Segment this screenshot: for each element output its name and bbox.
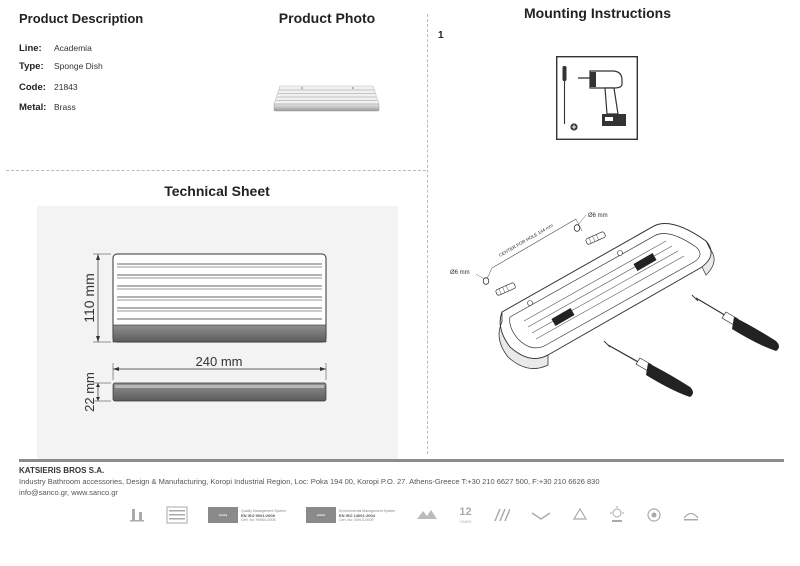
iso-14001-main: EN ISO 14001:2004	[338, 512, 375, 518]
years-caption: YEARS	[459, 519, 472, 524]
spec-line: Line: Academia	[19, 43, 92, 54]
spec-label-metal: Metal:	[19, 102, 47, 113]
slash-marks-icon	[492, 508, 510, 522]
footer-rule	[19, 459, 784, 462]
product-photo-heading: Product Photo	[278, 10, 376, 26]
quality-seal-icon	[166, 505, 188, 525]
water-seal-icon	[415, 507, 439, 523]
years-badge-icon: 12 YEARS	[459, 505, 472, 524]
hole-label-left: Ø6 mm	[450, 270, 470, 276]
certification-logos: ●●●● Quality Management System EN ISO 90…	[128, 505, 720, 525]
iso-9001-bottom: Cert. No: 9096/1/2008	[241, 517, 276, 522]
width-dimension-label: 240 mm	[196, 354, 243, 369]
horizontal-divider	[6, 170, 426, 171]
iso-14001-top: Environmental Management System	[338, 508, 396, 513]
product-photo	[273, 85, 380, 112]
brand-mark-icon	[682, 508, 700, 522]
spec-code: Code: 21843	[19, 82, 78, 93]
technical-sheet-heading: Technical Sheet	[164, 183, 270, 199]
spec-value-code: 21843	[54, 82, 78, 92]
step-number: 1	[438, 30, 444, 41]
mounting-diagram: CENTER FOR HOLE 144 mm Ø6 mm Ø6 mm	[450, 213, 779, 397]
depth-dimension-label: 22 mm	[82, 372, 97, 412]
iso-badge-icon: ●●●●	[208, 507, 238, 523]
iso-9001-certificate: ●●●● Quality Management System EN ISO 90…	[208, 507, 286, 523]
spec-metal: Metal: Brass	[19, 102, 76, 113]
spec-label-code: Code:	[19, 82, 46, 93]
spec-label-type: Type:	[19, 61, 44, 72]
years-number: 12	[459, 505, 472, 518]
company-name: KATSIERIS BROS S.A.	[19, 466, 105, 475]
vertical-divider	[427, 14, 428, 454]
iso-9001-top: Quality Management System	[241, 508, 286, 513]
spec-value-type: Sponge Dish	[54, 61, 103, 71]
spec-value-line: Academia	[54, 43, 92, 53]
product-description-heading: Product Description	[19, 11, 144, 26]
screwdriver-lower-icon	[603, 340, 693, 397]
technical-drawing: 110 mm 240 mm 22 mm	[81, 253, 327, 412]
company-contact: info@sanco.gr, www.sanco.gr	[19, 488, 118, 497]
iso-9001-main: EN ISO 9001:2008	[241, 512, 275, 518]
tools-required-icon	[556, 56, 638, 140]
center-hole-label: CENTER FOR HOLE 144 mm	[498, 223, 554, 258]
company-address: Industry Bathroom accessories, Design & …	[19, 477, 600, 486]
iso-14001-certificate: ●●●● Environmental Management System EN …	[305, 507, 396, 523]
spec-label-line: Line:	[19, 43, 42, 54]
screwdriver-upper-icon	[691, 294, 779, 351]
spec-type: Type: Sponge Dish	[19, 61, 103, 72]
mounting-instructions-heading: Mounting Instructions	[524, 5, 671, 21]
check-wave-icon	[530, 509, 552, 521]
recycle-icon	[572, 507, 588, 523]
sun-seal-icon	[608, 505, 626, 525]
hole-label-top: Ø6 mm	[588, 213, 608, 219]
iso-14001-bottom: Cert. No: 4091/1/2009	[338, 517, 374, 522]
round-seal-icon	[646, 507, 662, 523]
iso-badge-icon: ●●●●	[305, 507, 336, 523]
height-dimension-label: 110 mm	[81, 273, 97, 323]
spec-value-metal: Brass	[54, 102, 76, 112]
hotels-logo-icon	[128, 506, 146, 524]
